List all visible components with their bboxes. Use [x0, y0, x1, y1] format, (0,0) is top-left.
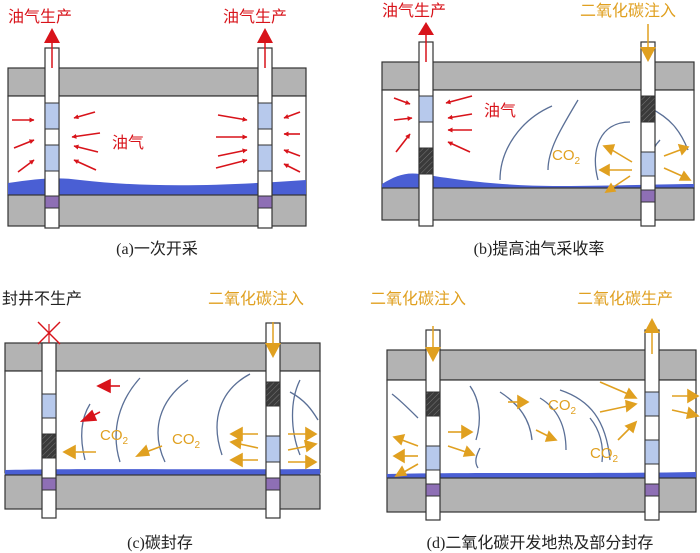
caption-b: (b)提高油气采收率: [474, 240, 605, 258]
injection-well: [265, 322, 281, 519]
co2-label-top: CO2: [548, 397, 577, 417]
co2-label-bottom: CO2: [590, 445, 619, 465]
production-well: [644, 318, 660, 521]
oil-flow-arrows: [12, 111, 301, 173]
panel-b: 油气生产 二氧化碳注入 油气 CO2 (b)提高油气采收率: [381, 2, 695, 258]
co2-label-right: CO2: [172, 431, 201, 451]
oil-production-label-left: 油气生产: [8, 8, 72, 26]
co2-injection-label: 二氧化碳注入: [580, 2, 676, 20]
water-layer: [382, 173, 694, 188]
co2-front-lines: [391, 385, 611, 469]
panel-d: 二氧化碳注入 二氧化碳生产 CO2 CO2 (d)二氧化碳开发地热及部分封存: [370, 290, 700, 552]
oil-flow-arrows: [393, 95, 473, 153]
panel-a: 油气生产 油气生产 油气 (a)一次开采: [7, 8, 307, 258]
oil-production-label: 油气生产: [382, 2, 446, 20]
co2-label: CO2: [552, 147, 581, 167]
co2-flow-arrows: [392, 381, 700, 477]
co2-injection-label: 二氧化碳注入: [370, 290, 466, 308]
water-layer: [387, 472, 696, 478]
water-layer: [5, 469, 320, 475]
production-well: [418, 22, 434, 227]
co2-production-label: 二氧化碳生产: [577, 290, 673, 308]
injection-well: [425, 326, 441, 521]
oil-gas-label: 油气: [484, 102, 516, 120]
co2-flow-arrows: [62, 426, 318, 470]
injection-well: [640, 24, 656, 227]
panel-c: 封井不生产 二氧化碳注入 CO2 CO2 (c)碳封存: [2, 290, 321, 552]
co2-label-left: CO2: [100, 427, 129, 447]
co2-front-lines: [81, 373, 319, 463]
residual-oil-arrows: [79, 378, 120, 422]
production-well-left: [44, 28, 60, 229]
plugged-well: [37, 321, 61, 519]
caption-a: (a)一次开采: [116, 240, 198, 258]
caption-c: (c)碳封存: [127, 534, 193, 552]
production-well-right: [257, 28, 273, 229]
plugged-well-label: 封井不生产: [2, 290, 82, 308]
caption-d: (d)二氧化碳开发地热及部分封存: [427, 534, 654, 552]
closed-cross-icon: [37, 321, 61, 345]
oil-gas-label: 油气: [112, 134, 144, 152]
oil-production-label-right: 油气生产: [223, 8, 287, 26]
co2-injection-label: 二氧化碳注入: [208, 290, 304, 308]
water-layer: [8, 178, 306, 195]
co2-flow-arrows: [598, 143, 692, 193]
